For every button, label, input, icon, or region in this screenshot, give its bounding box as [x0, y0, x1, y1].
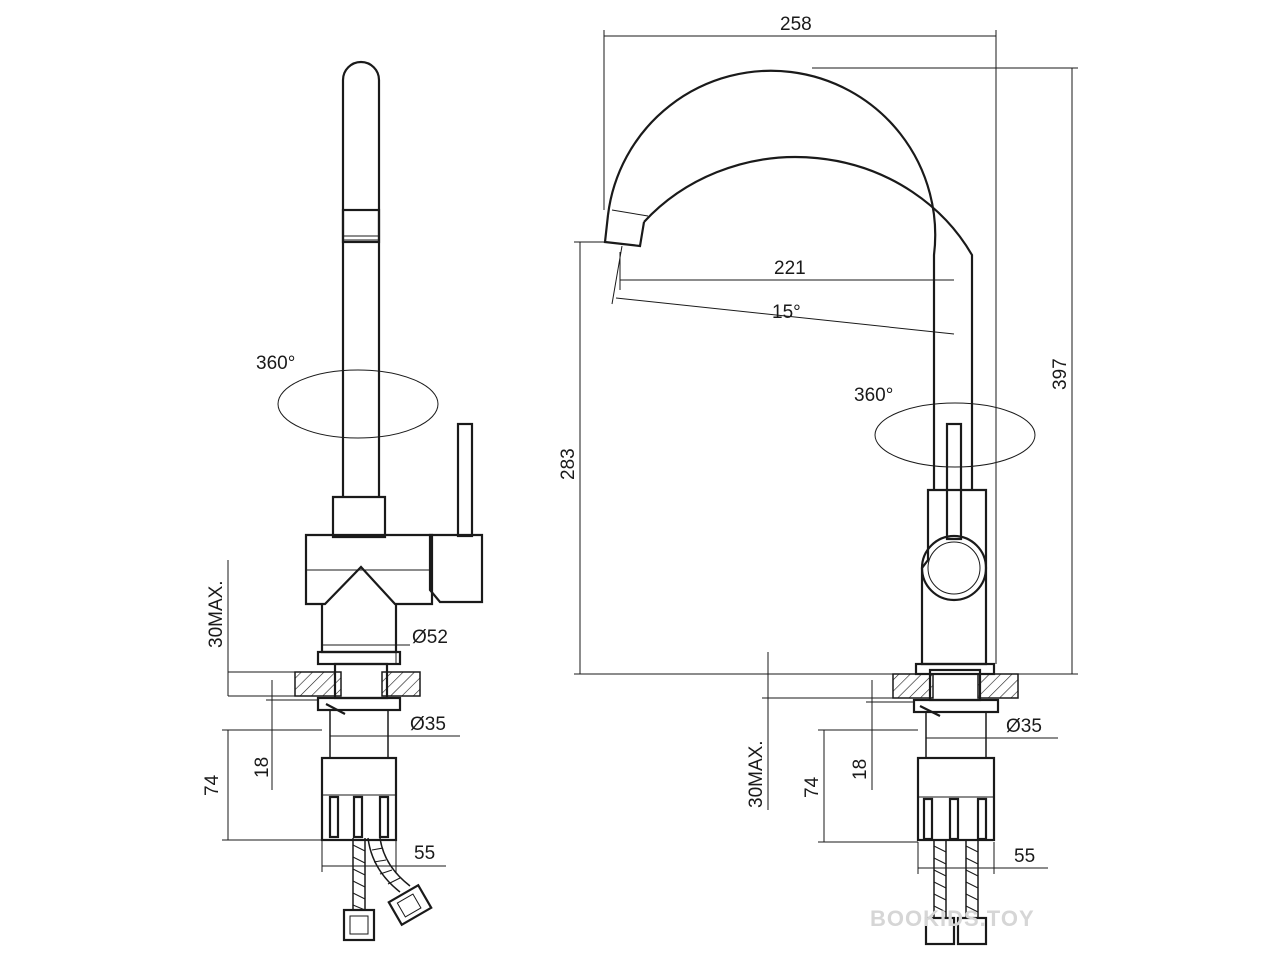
right-rotation-label: 360° — [854, 385, 893, 406]
right-gooseneck-inner — [643, 155, 974, 490]
right-gooseneck-outer — [606, 69, 937, 490]
left-hose-2 — [367, 837, 411, 893]
left-lever-handle — [456, 422, 474, 538]
left-spout-tube — [341, 60, 381, 497]
right-front-view: 258 221 15° 360° 397 283 Ø35 55 30MAX. 1… — [558, 14, 1078, 946]
left-aerator — [341, 208, 381, 244]
right-total-height-label: 397 — [1050, 358, 1071, 390]
left-hose-connector — [320, 756, 398, 842]
right-countertop — [892, 673, 934, 699]
right-spout-height-label: 283 — [558, 448, 579, 480]
right-spout-tip — [603, 214, 646, 248]
right-fitting-1 — [924, 916, 956, 946]
right-thread-length-label: 18 — [850, 759, 871, 780]
left-thread-length-label: 18 — [252, 757, 273, 778]
right-body — [920, 488, 988, 666]
left-shank-length-label: 74 — [202, 774, 223, 796]
left-fitting-2 — [387, 883, 433, 927]
left-rotation-ellipse — [277, 369, 439, 439]
left-thread-diameter-label: Ø35 — [410, 714, 446, 735]
left-mounting-nut — [316, 696, 402, 712]
left-shank — [329, 709, 389, 759]
right-rotation-ellipse — [874, 402, 1036, 468]
left-side-view: 360° Ø52 Ø35 55 30MAX. 18 74 — [202, 60, 484, 942]
right-handle-knob — [920, 534, 988, 602]
right-spout-reach-label: 221 — [774, 258, 806, 279]
left-rotation-label: 360° — [256, 353, 295, 374]
left-mixer-body — [304, 533, 434, 606]
right-shank-length-label: 74 — [802, 776, 823, 798]
watermark: BOOKIDS.TOY — [870, 906, 1035, 931]
right-total-width-label: 258 — [780, 14, 812, 35]
left-fitting-1 — [342, 908, 376, 942]
right-max-thickness-label: 30MAX. — [746, 740, 767, 808]
left-handle-cap — [428, 533, 484, 604]
left-max-thickness-label: 30MAX. — [206, 580, 227, 648]
right-hose-2 — [965, 840, 979, 918]
left-body-top — [331, 495, 387, 539]
left-hose-width-label: 55 — [414, 843, 435, 864]
right-hose-width-label: 55 — [1014, 846, 1035, 867]
right-thread-diameter-label: Ø35 — [1006, 716, 1042, 737]
left-hose-1 — [352, 838, 366, 910]
right-fitting-2 — [956, 916, 988, 946]
right-spout-angle-label: 15° — [772, 302, 801, 323]
right-hose-1 — [933, 840, 947, 918]
right-shank — [925, 711, 987, 759]
left-countertop — [294, 671, 342, 697]
left-body-diameter-label: Ø52 — [412, 627, 448, 648]
right-lever-handle — [945, 422, 963, 541]
